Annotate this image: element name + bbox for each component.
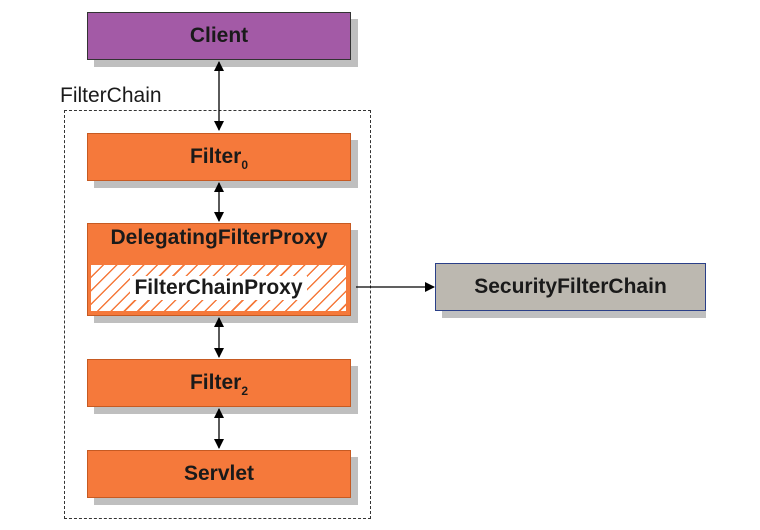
filter-chain-proxy-label: FilterChainProxy	[130, 276, 307, 300]
servlet-box: Servlet	[87, 450, 351, 498]
filter-chain-proxy-box: FilterChainProxy	[90, 264, 347, 312]
security-filter-chain-box: SecurityFilterChain	[435, 263, 706, 311]
filter0-box: Filter0	[87, 133, 351, 181]
filter-chain-label: FilterChain	[60, 84, 162, 107]
security-filter-chain-label: SecurityFilterChain	[474, 275, 667, 298]
client-label: Client	[189, 24, 249, 47]
filter2-box: Filter2	[87, 359, 351, 407]
filter2-label: Filter2	[189, 371, 249, 398]
servlet-label: Servlet	[183, 462, 255, 485]
filter0-label: Filter0	[189, 145, 249, 172]
filter2-subscript: 2	[241, 384, 249, 398]
filter0-subscript: 0	[241, 158, 249, 172]
client-box: Client	[87, 12, 351, 60]
filter0-label-text: Filter	[189, 145, 242, 168]
filter2-label-text: Filter	[189, 371, 242, 394]
delegating-proxy-label: DelegatingFilterProxy	[110, 226, 328, 249]
